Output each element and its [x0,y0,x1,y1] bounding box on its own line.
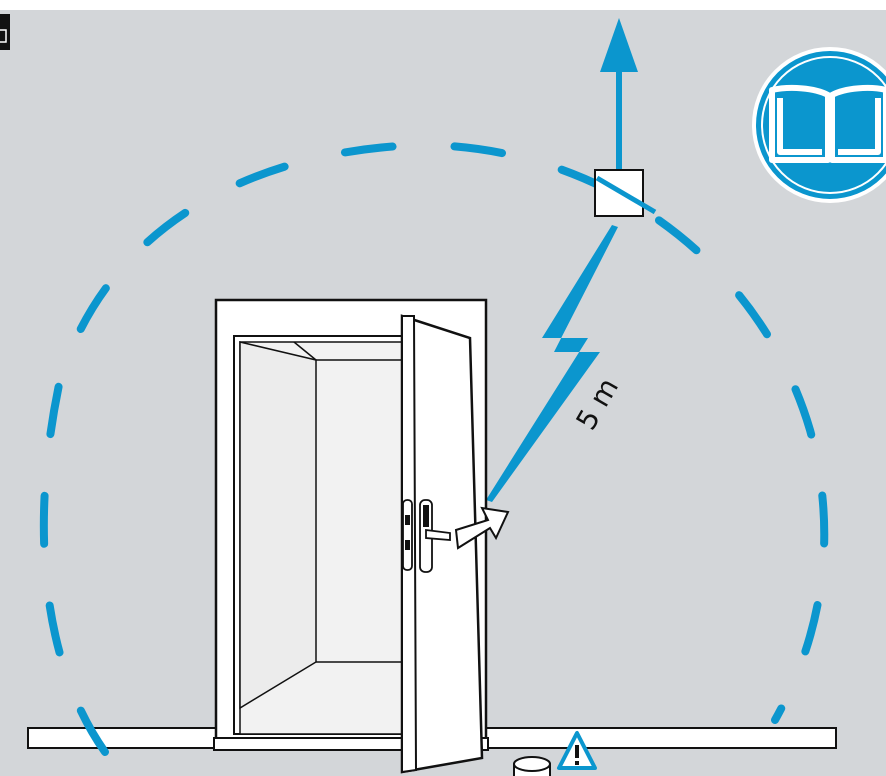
lightning-bolt-icon [486,225,618,502]
warning-triangle-icon [557,731,597,770]
wall-unit-icon [594,169,657,217]
lock-strike [402,499,413,571]
arrow-right-icon [454,506,510,550]
range-circle [39,140,829,756]
open-book-icon [752,47,886,203]
arrow-up-icon [600,18,638,170]
door-handle [419,499,451,573]
cylinder-icon [513,756,551,776]
door-leaf [400,314,484,774]
corner-square-icon [0,14,10,50]
